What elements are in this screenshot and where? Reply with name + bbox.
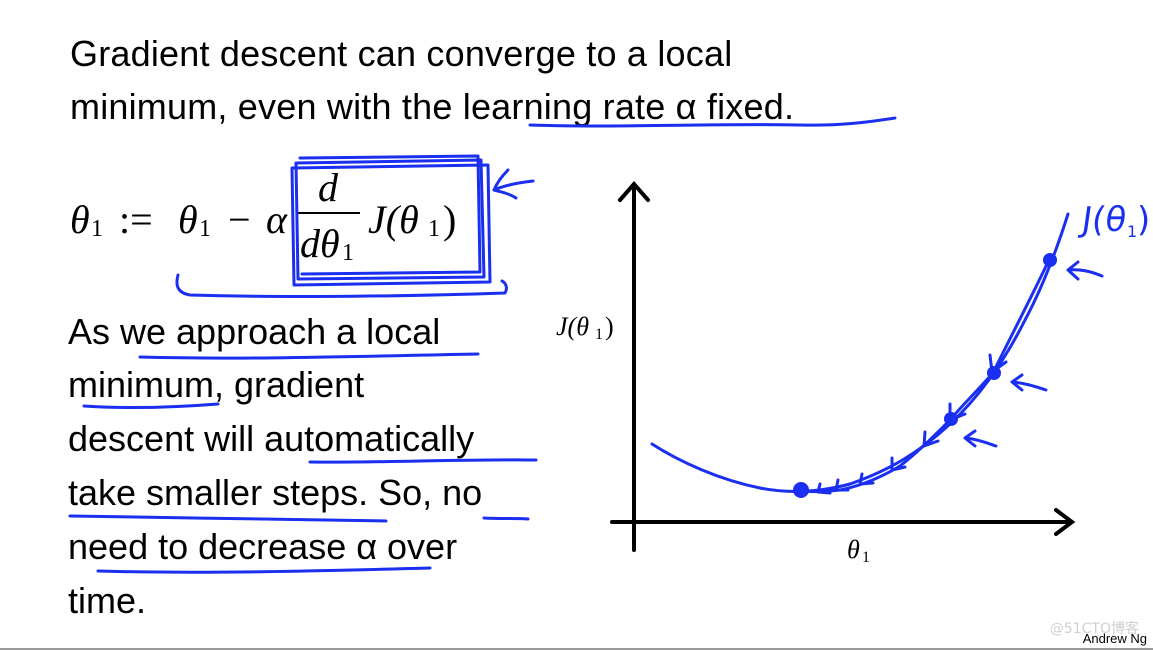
curve-annotation-close: ) (1137, 200, 1151, 240)
derivative-box-3 (298, 154, 482, 276)
title-highlight: learning rate α fixed (462, 86, 784, 127)
title-line-1: Gradient descent can converge to a local (70, 33, 733, 74)
eq-minus: − (228, 197, 251, 242)
eq-theta-lhs-sub: 1 (91, 216, 103, 242)
box-arrow-head (492, 168, 518, 200)
footer-credit: Andrew Ng (1082, 631, 1147, 646)
title-line-2-part1: minimum, even with the (70, 86, 463, 127)
eq-function-close: ) (443, 197, 457, 242)
body-line-2: minimum, gradient (68, 364, 365, 405)
body-line-1: As we approach a local (68, 311, 441, 352)
derivative-box-2 (290, 163, 492, 287)
side-arrow-1 (1066, 260, 1104, 281)
step-arrow-5 (858, 472, 875, 486)
side-arrow-2 (1010, 373, 1048, 392)
bottom-border (0, 648, 1153, 650)
eq-denominator-sub: 1 (342, 240, 354, 266)
body-line-3: descent will automatically (68, 418, 475, 459)
step-arrow-4 (890, 456, 907, 472)
eq-alpha: α (266, 197, 287, 242)
axes (610, 180, 1076, 552)
eq-theta-rhs-sub: 1 (199, 216, 211, 242)
box-arrow-shaft (492, 179, 535, 192)
curve-annotation-sub: 1 (1127, 222, 1138, 241)
descent-point-minimum (793, 482, 809, 498)
underline-need-to-decrease (96, 566, 432, 574)
underline-minimum (82, 402, 220, 409)
x-axis-arrow (1054, 508, 1076, 536)
eq-numerator: d (318, 165, 338, 210)
title-line-2: minimum, even with the learning rate α f… (70, 87, 794, 127)
step-arrow-3 (922, 430, 940, 448)
step-arrow-6 (834, 478, 850, 492)
underline-approach (138, 352, 480, 360)
body-line-4: take smaller steps. So, no (68, 472, 483, 513)
underline-automatically (308, 458, 538, 464)
eq-assign: := (119, 197, 153, 242)
eq-theta-rhs: θ (178, 197, 198, 242)
eq-theta-lhs: θ (70, 197, 90, 242)
y-axis-arrow (618, 180, 650, 202)
descent-point-3 (944, 412, 958, 426)
equation-underline (175, 273, 508, 298)
descent-point-1 (1043, 253, 1057, 267)
eq-function-sub: 1 (428, 216, 440, 242)
title-period: . (783, 86, 795, 127)
descent-point-2 (987, 366, 1001, 380)
title-underline (528, 116, 897, 128)
body-line-5: need to decrease α over (68, 526, 458, 567)
step-arrow-7 (816, 482, 832, 495)
descent-path (798, 260, 1050, 494)
eq-denominator: dθ (300, 221, 340, 266)
underline-no (482, 516, 530, 521)
underline-smaller-steps (68, 514, 388, 523)
cost-curve (650, 212, 1070, 493)
x-axis-label-theta: θ (847, 535, 860, 564)
x-axis-label-sub: 1 (862, 549, 870, 566)
side-arrow-3 (963, 429, 998, 448)
body-line-6: time. (68, 580, 147, 621)
watermark: @51CTO博客 (1049, 621, 1139, 637)
y-axis-label-close: ) (605, 312, 614, 341)
derivative-box-1 (294, 158, 486, 281)
eq-function: J(θ (368, 197, 419, 242)
y-axis-label-sub: 1 (595, 326, 603, 343)
eq-fraction-bar (298, 212, 360, 214)
y-axis-label-j: J(θ (556, 312, 589, 341)
